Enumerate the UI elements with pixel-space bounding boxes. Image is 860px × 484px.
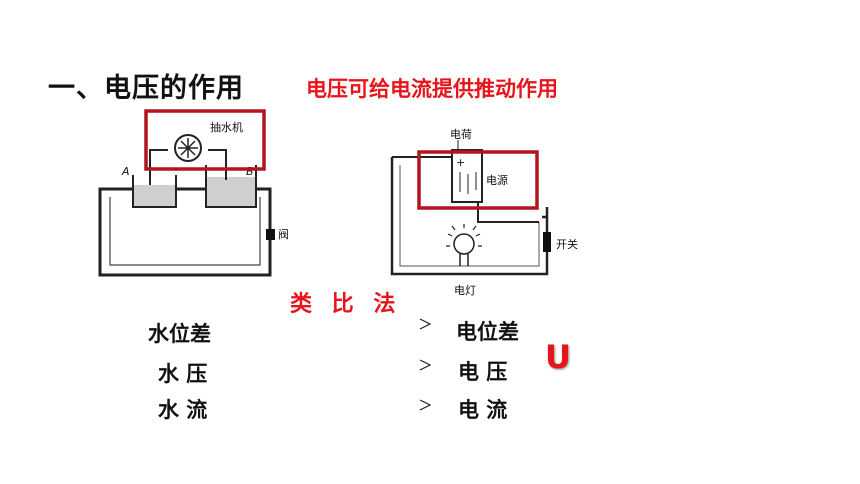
subtitle: 电压可给电流提供推动作用: [306, 77, 558, 101]
water-pipe-inner: [109, 197, 261, 266]
arrow-head-1: [419, 318, 432, 330]
valve-icon: [266, 229, 275, 240]
circuit-wire-outer: [390, 157, 549, 276]
water-system-diagram: 抽水机 A B 阀门: [98, 109, 288, 277]
charge-arrows: [459, 172, 477, 194]
switch-icon: [543, 232, 551, 252]
container-b: [205, 165, 257, 208]
row-left-3: 水 流: [158, 398, 208, 422]
page-title: 一、电压的作用: [48, 73, 244, 104]
lamp-label: 电灯: [454, 284, 476, 297]
switch-label: 开关: [556, 237, 578, 251]
arrow-head-2: [419, 359, 432, 371]
lamp-icon: [453, 233, 475, 255]
pump-highlight-box: [144, 109, 266, 171]
lamp-rays-icon: [446, 224, 482, 247]
electric-circuit-diagram: + 电源 电荷 电灯 开关: [390, 128, 578, 297]
voltage-symbol: U: [545, 338, 571, 376]
plus-sign: +: [456, 156, 465, 169]
arrow-head-3: [419, 399, 432, 411]
container-b-label: B: [246, 165, 254, 178]
row-left-1: 水位差: [148, 322, 211, 346]
water-level-b: [207, 177, 255, 206]
source-highlight-box: [417, 150, 539, 210]
row-left-2: 水 压: [158, 362, 208, 386]
source-label: 电源: [486, 173, 508, 187]
row-right-2: 电 压: [458, 360, 508, 384]
row-right-3: 电 流: [458, 398, 508, 422]
pump-fan-icon: [178, 138, 198, 158]
analogy-arrows: [242, 318, 432, 411]
pump-label: 抽水机: [210, 120, 243, 134]
valve-label: 阀门: [278, 227, 288, 241]
container-a: [132, 175, 177, 208]
row-right-1: 电位差: [456, 320, 519, 344]
power-source: [451, 149, 483, 203]
water-level-a: [134, 185, 175, 206]
charge-label: 电荷: [450, 128, 472, 141]
analogy-label: 类 比 法: [290, 292, 402, 317]
circuit-wire-inner: [399, 165, 540, 267]
container-a-label: A: [121, 165, 130, 178]
lamp-base: [459, 254, 469, 266]
